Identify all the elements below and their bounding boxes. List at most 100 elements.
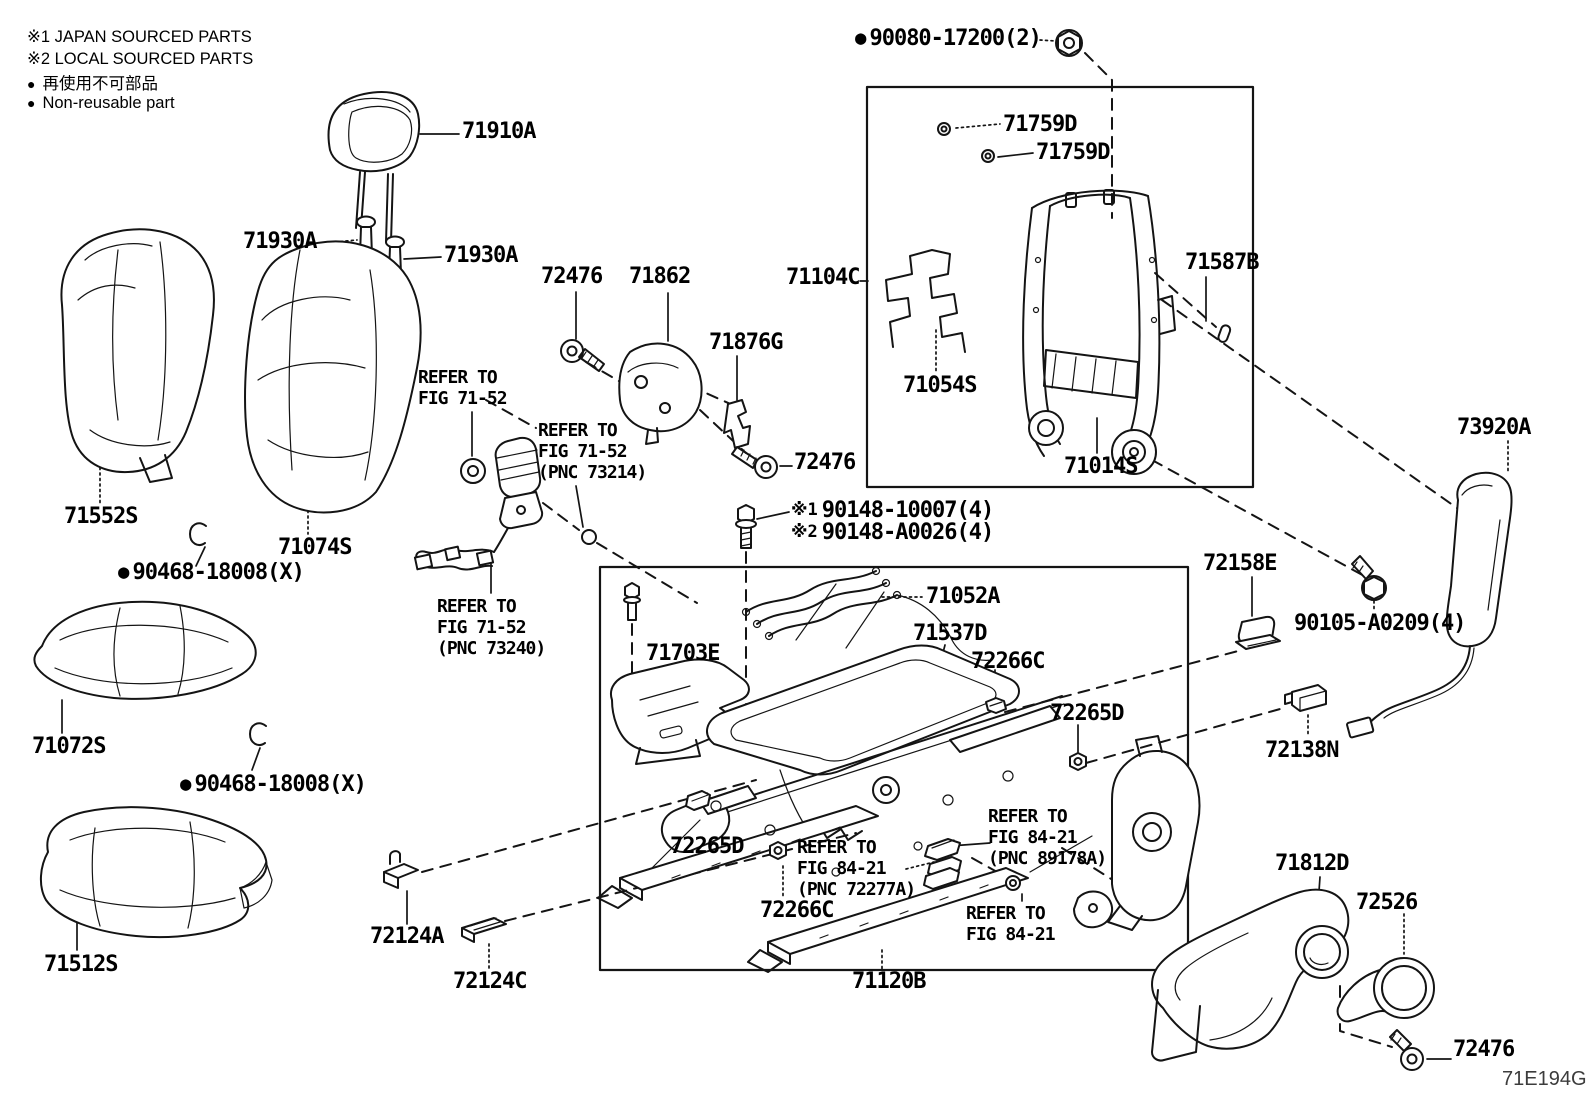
nut-72266C-lower-drawing <box>769 841 787 860</box>
part-label: ●90468-18008(X) <box>118 560 305 585</box>
part-label: 71759D <box>1036 140 1110 165</box>
lumbar-support-wire-drawing <box>885 249 966 353</box>
legend-non-reusable-jp: ●再使用不可部品 <box>27 70 158 94</box>
screw-72476-lower-drawing <box>1389 1029 1424 1071</box>
refer-note-line: FIG 84-21 <box>966 924 1056 945</box>
part-number-text: 71703E <box>646 641 720 666</box>
detail-box-seatback-frame <box>865 85 1255 489</box>
refer-note-line: (PNC 73240) <box>437 638 546 659</box>
refer-note-line: REFER TO <box>966 903 1046 924</box>
part-label: 72265D <box>670 834 744 859</box>
bolt-90105-drawing <box>1351 555 1387 601</box>
part-number-text: 90468-18008(X) <box>132 560 304 585</box>
part-label: 71072S <box>32 734 106 759</box>
legend-line-text: ※2 LOCAL SOURCED PARTS <box>27 50 254 68</box>
legend-line-text: 再使用不可部品 <box>42 75 158 93</box>
seat-track-assembly-drawing <box>597 644 1201 973</box>
part-label: 72138N <box>1265 738 1339 763</box>
part-label: 71759D <box>1003 112 1077 137</box>
part-number-text: 71537D <box>913 621 987 646</box>
part-number-text: 71930A <box>444 243 518 268</box>
clips-72277A-drawing <box>923 856 962 890</box>
part-number-text: 72476 <box>541 264 603 289</box>
nut-72265D-upper-drawing <box>1069 752 1087 771</box>
part-label: 71930A <box>243 229 317 254</box>
bolt-box2-corner-drawing <box>623 582 641 621</box>
part-number-text: 71812D <box>1275 851 1349 876</box>
bracket-89178A-drawing <box>924 838 961 861</box>
refer-note-line: REFER TO <box>418 367 498 388</box>
seatback-frame-drawing <box>1022 189 1176 475</box>
part-label: 72266C <box>971 651 1045 673</box>
side-airbag-drawing <box>1346 471 1513 739</box>
part-label: 71703E <box>646 641 720 666</box>
part-number-text: 71104C <box>786 265 860 290</box>
seat-spring-mat-drawing <box>741 566 993 661</box>
part-number-text: 71014S <box>1064 454 1138 479</box>
part-label: 90105-A0209(4) <box>1294 611 1466 636</box>
part-number-text: 71120B <box>852 969 926 994</box>
part-label: 71512S <box>44 952 118 977</box>
seat-cushion-cover-drawing <box>33 600 257 700</box>
seat-side-shield-drawing <box>1151 888 1350 1062</box>
source-reference-mark: ※2 <box>791 522 818 542</box>
bracket-72124A-drawing <box>383 850 419 889</box>
pin-71587B-drawing <box>1217 324 1232 343</box>
wire-harness-drawing <box>413 545 495 571</box>
legend-local-sourced: ※2 LOCAL SOURCED PARTS <box>27 49 253 69</box>
part-number-text: 71759D <box>1036 140 1110 165</box>
part-label: 71054S <box>903 373 977 398</box>
part-number-text: 72266C <box>760 898 834 923</box>
refer-note-line: FIG 84-21 <box>797 858 887 879</box>
frame-bolts-71759D-drawing <box>937 122 995 163</box>
part-number-text: 72265D <box>670 834 744 859</box>
headrest-drawing <box>327 91 421 243</box>
part-number-text: 72265D <box>1050 701 1124 726</box>
part-label: 71052A <box>926 586 1000 608</box>
seatback-cover-left-drawing <box>60 228 215 483</box>
seatback-cover-right-drawing <box>244 240 422 514</box>
part-number-text: 90148-A0026(4) <box>821 520 994 545</box>
part-label: 72476 <box>794 452 856 474</box>
part-label: 73920A <box>1457 417 1531 439</box>
leader-lines <box>61 39 1509 1060</box>
refer-note-line: (PNC 72277A) <box>797 879 916 900</box>
part-label: 71120B <box>852 969 926 994</box>
part-number-text: 72476 <box>1453 1037 1515 1062</box>
legend-non-reusable-en: ●Non-reusable part <box>27 94 175 113</box>
clip-72266C-upper-drawing <box>985 697 1007 714</box>
refer-note-line: (PNC 73214) <box>538 462 647 483</box>
part-number-text: 71054S <box>903 373 977 398</box>
part-number-text: 71759D <box>1003 112 1077 137</box>
legend-line-text: Non-reusable part <box>42 94 175 112</box>
part-label: 71014S <box>1064 454 1138 479</box>
bracket-72124C-drawing <box>461 917 507 943</box>
part-label: 72526 <box>1356 892 1418 914</box>
part-number-text: 71072S <box>32 734 106 759</box>
part-number-text: 72138N <box>1265 738 1339 763</box>
part-number-text: 71512S <box>44 952 118 977</box>
non-reusable-bullet-icon: ● <box>118 561 130 583</box>
clip-72265D-lower-drawing <box>685 790 711 811</box>
part-number-text: 71930A <box>243 229 317 254</box>
refer-note-line: FIG 71-52 <box>418 388 508 409</box>
part-label: 71587B <box>1185 250 1259 275</box>
screw-72476-upper-drawing <box>560 339 605 372</box>
part-label: 72476 <box>1453 1037 1515 1062</box>
part-label: ●90468-18008(X) <box>180 773 367 796</box>
legend-line-text: ※1 JAPAN SOURCED PARTS <box>27 28 252 46</box>
o-ring-drawing <box>581 529 597 545</box>
part-number-text: 71862 <box>629 264 691 289</box>
hog-ring-hooks-drawing <box>189 522 267 746</box>
refer-note-line: REFER TO <box>988 806 1068 827</box>
part-number-text: 90105-A0209(4) <box>1294 611 1466 636</box>
part-number-text: 71587B <box>1185 250 1259 275</box>
part-label: ●90080-17200(2) <box>855 27 1042 50</box>
non-reusable-bullet-icon: ● <box>855 27 867 49</box>
